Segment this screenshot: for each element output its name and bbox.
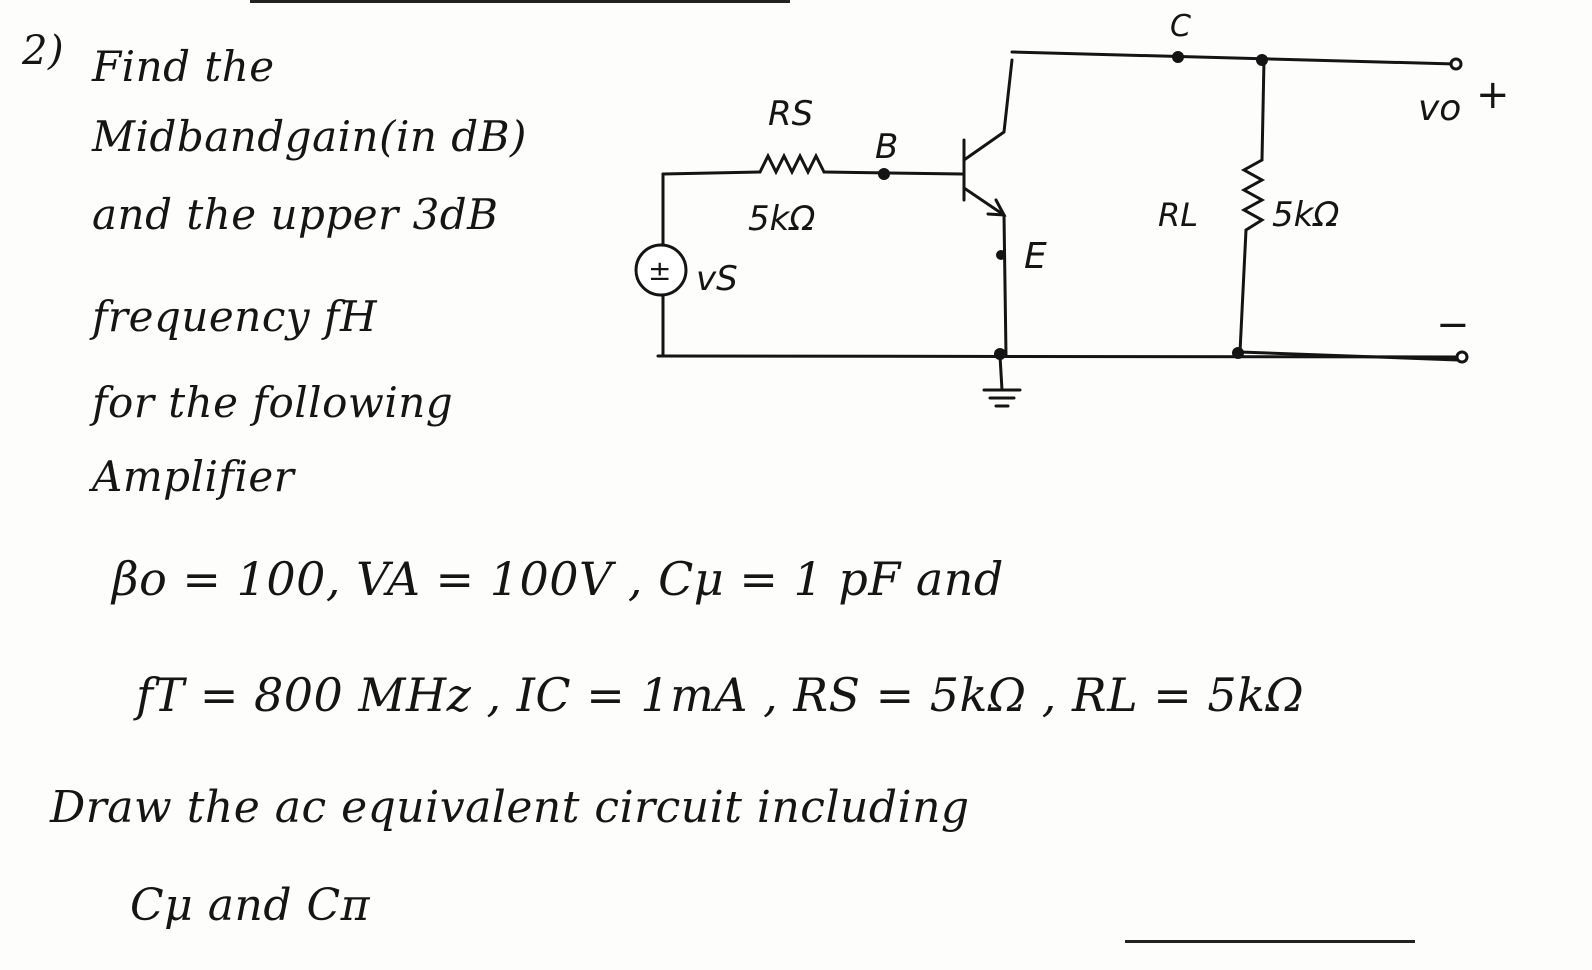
source-polarity: ± xyxy=(648,254,671,287)
emitter-ground-node xyxy=(994,348,1006,360)
output-minus-label: − xyxy=(1436,302,1470,348)
question-line-6: Amplifier xyxy=(92,452,295,501)
voltage-source-symbol xyxy=(634,243,688,297)
transistor-collector-lead xyxy=(962,58,1014,162)
rl-bottom-wire xyxy=(1238,228,1248,354)
bottom-edge-line xyxy=(1125,940,1415,943)
rs-to-base-wire xyxy=(822,170,964,176)
rs-label: RS xyxy=(768,94,813,134)
rs-value: 5kΩ xyxy=(748,199,815,239)
top-edge-line xyxy=(250,0,790,3)
emitter-label: E xyxy=(1024,236,1047,277)
question-line-1: Find the xyxy=(92,42,275,91)
source-label: vS xyxy=(696,259,738,299)
question-number: 2) xyxy=(22,28,65,74)
rl-top-wire xyxy=(1260,58,1266,162)
base-label: B xyxy=(875,127,898,167)
collector-label: C xyxy=(1170,9,1191,44)
output-label: vo xyxy=(1418,88,1461,129)
parameters-line-1: βo = 100, VA = 100V , Cμ = 1 pF and xyxy=(112,552,1004,606)
input-top-wire xyxy=(661,170,762,176)
rl-resistor xyxy=(1240,158,1266,232)
emitter-node xyxy=(996,250,1006,260)
question-line-5: for the following xyxy=(92,378,454,427)
question-line-2: Midbandgain(in dB) xyxy=(92,112,527,161)
question-line-3: and the upper 3dB xyxy=(92,190,499,239)
ground-bottom-wire-shadow xyxy=(1238,350,1460,362)
transistor-emitter-lead xyxy=(962,186,1008,357)
task-line-2: Cμ and Cπ xyxy=(130,880,371,931)
rl-ground-node xyxy=(1232,347,1244,359)
rl-label: RL xyxy=(1158,196,1198,234)
collector-top-wire xyxy=(1010,50,1457,66)
parameters-line-2: fT = 800 MHz , IC = 1mA , RS = 5kΩ , RL … xyxy=(136,668,1305,722)
rs-resistor xyxy=(758,152,826,176)
rl-value: 5kΩ xyxy=(1272,195,1339,235)
output-plus-label: + xyxy=(1476,72,1510,118)
task-line-1: Draw the ac equivalent circuit including xyxy=(50,782,970,833)
output-plus-terminal xyxy=(1449,57,1463,71)
ground-icon xyxy=(982,354,1022,408)
rl-top-node xyxy=(1256,54,1268,66)
emitter-arrow-icon xyxy=(986,198,1007,217)
ground-bottom-wire xyxy=(656,354,1464,359)
collector-node xyxy=(1172,51,1184,63)
output-minus-terminal xyxy=(1455,350,1469,364)
question-line-4: frequency fH xyxy=(92,292,378,341)
base-node xyxy=(878,168,890,180)
